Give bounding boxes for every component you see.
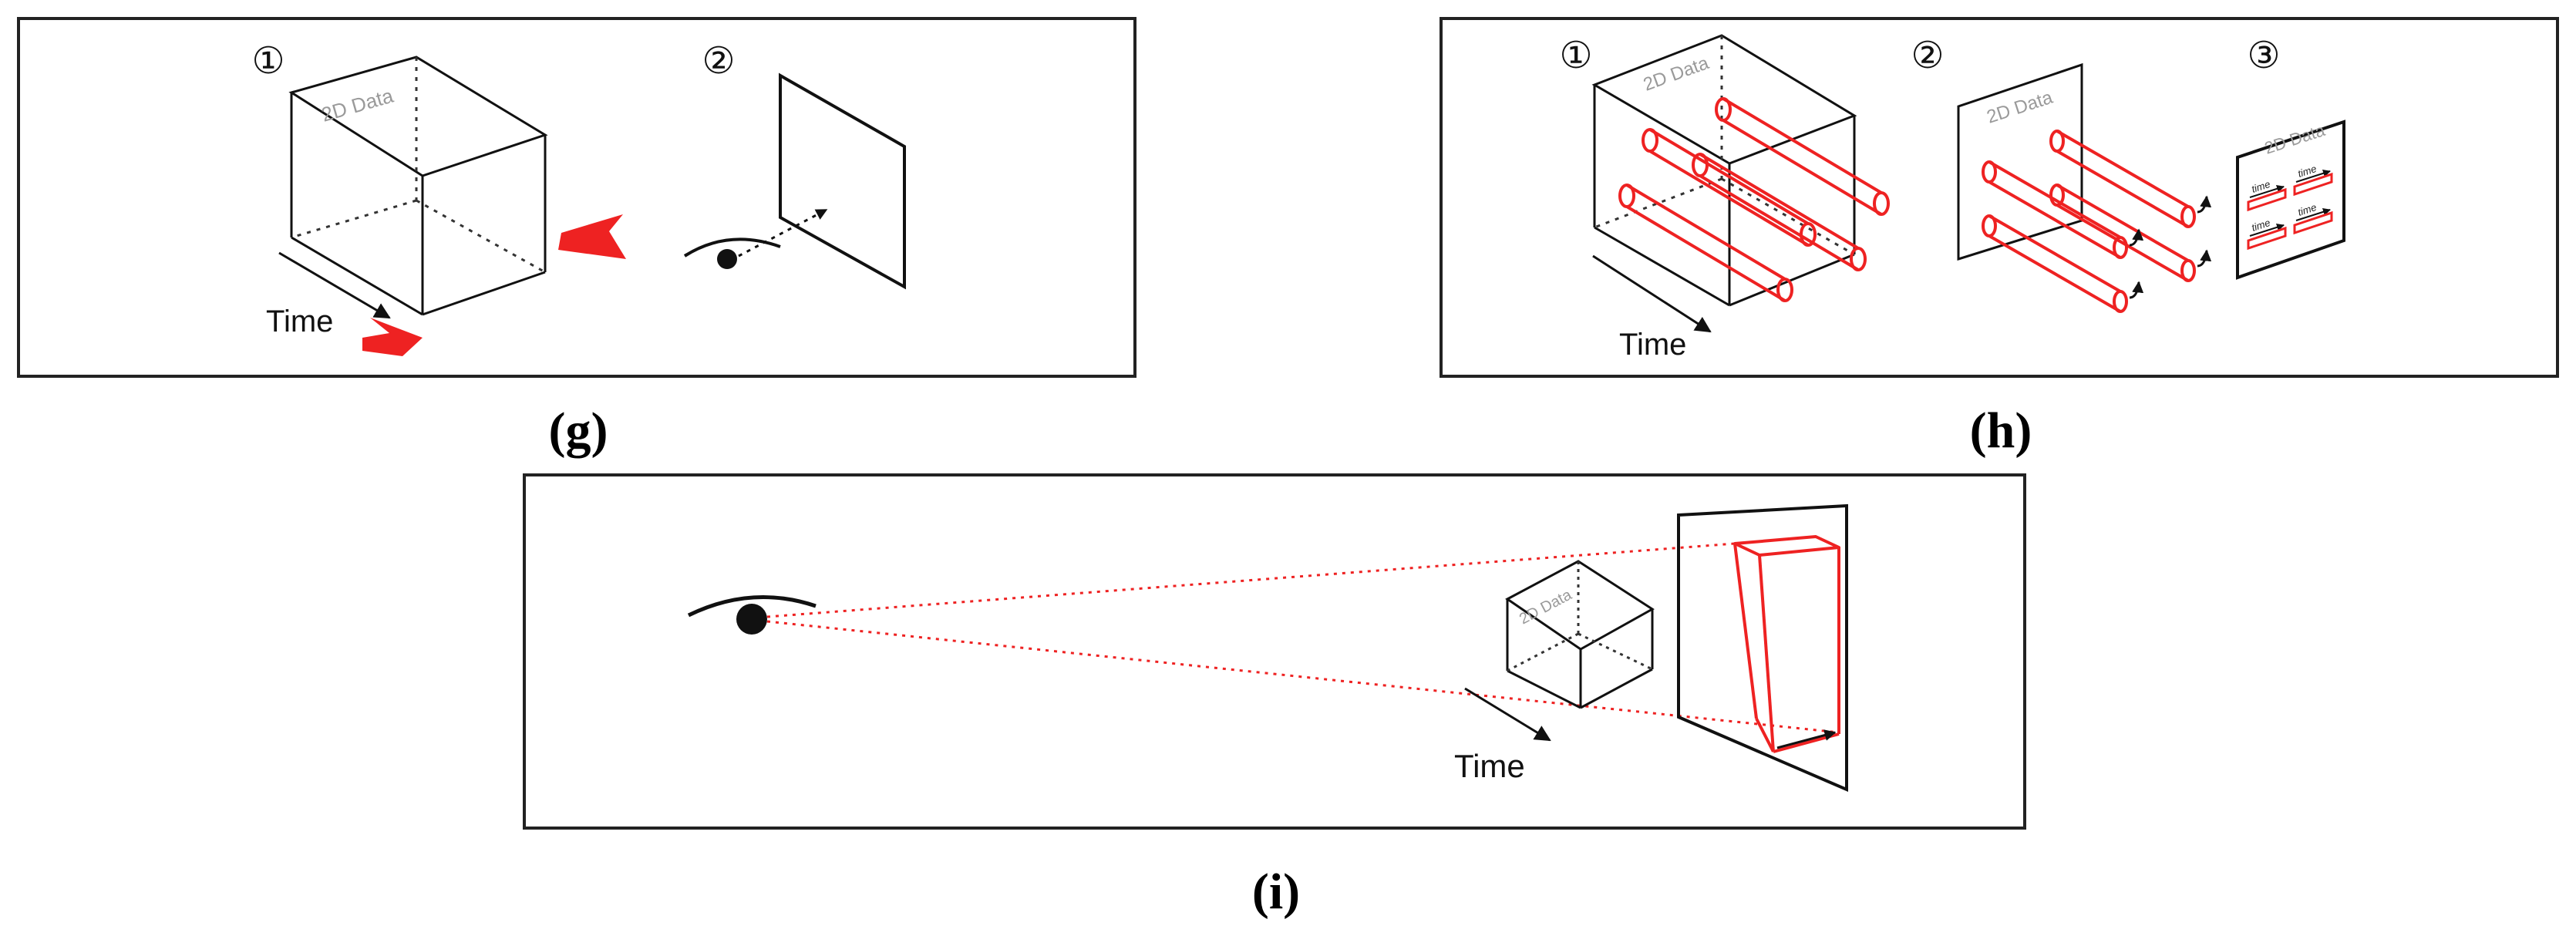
cube-label: 2D Data [1517, 586, 1575, 628]
step-1-marker: ① [1559, 34, 1592, 77]
mini-label: time [2296, 163, 2318, 180]
eye-icon [687, 594, 817, 635]
red-arrow-icon [362, 318, 423, 356]
tube-icon [1715, 97, 1890, 216]
mini-label: time [2250, 217, 2271, 234]
data-cube [1591, 34, 1857, 307]
step-1-marker: ① [251, 39, 285, 82]
cube-label: 2D Data [1641, 52, 1712, 96]
step-2-marker: ② [702, 39, 735, 82]
panel-g: ① ② 2D Data Time [17, 17, 1136, 378]
tube-icon [1692, 153, 1867, 271]
view-ray [738, 208, 828, 258]
sight-lines [766, 542, 1840, 734]
projected-volume [1733, 535, 1840, 753]
projected-time-arrow [1776, 729, 1837, 749]
panel-h-caption: (h) [1970, 402, 2032, 459]
panel-g-caption: (g) [549, 402, 608, 459]
panel-h-frame [1440, 17, 2559, 378]
panel-i-caption: (i) [1252, 864, 1300, 920]
time-label: Time [266, 305, 333, 338]
time-arrow [1464, 687, 1551, 742]
time-label: Time [1619, 328, 1686, 362]
data-cube [288, 56, 548, 316]
tube-icon [1618, 183, 1793, 302]
time-label: Time [1454, 748, 1525, 784]
step-3-marker: ③ [2247, 34, 2280, 77]
data-cube [1505, 560, 1655, 709]
red-arrow-icon [558, 214, 626, 259]
tube-icon [1982, 160, 2128, 259]
flattened-sheet [2236, 120, 2345, 280]
panel-h: ① ② ③ 2D Data [1440, 17, 2559, 378]
projection-screen [779, 72, 906, 290]
projection-plane [1957, 62, 2083, 261]
tube-icon [1982, 214, 2128, 313]
panel-i: 2D Data Time [523, 473, 2026, 830]
mini-label: time [2296, 201, 2318, 218]
cube-label: 2D Data [318, 83, 396, 126]
eye-icon [683, 237, 781, 269]
rotation-arrows [2129, 195, 2212, 299]
tube-icon [2049, 183, 2196, 282]
panel-g-frame [17, 17, 1136, 378]
mini-label: time [2250, 178, 2271, 195]
tube-icon [2049, 130, 2196, 228]
mini-timelines: time time time time [2247, 163, 2333, 251]
panel-i-frame [523, 473, 2026, 830]
step-2-marker: ② [1911, 34, 1944, 77]
time-arrow [1592, 254, 1712, 333]
projection-screen [1677, 503, 1848, 793]
time-arrow [278, 251, 391, 319]
